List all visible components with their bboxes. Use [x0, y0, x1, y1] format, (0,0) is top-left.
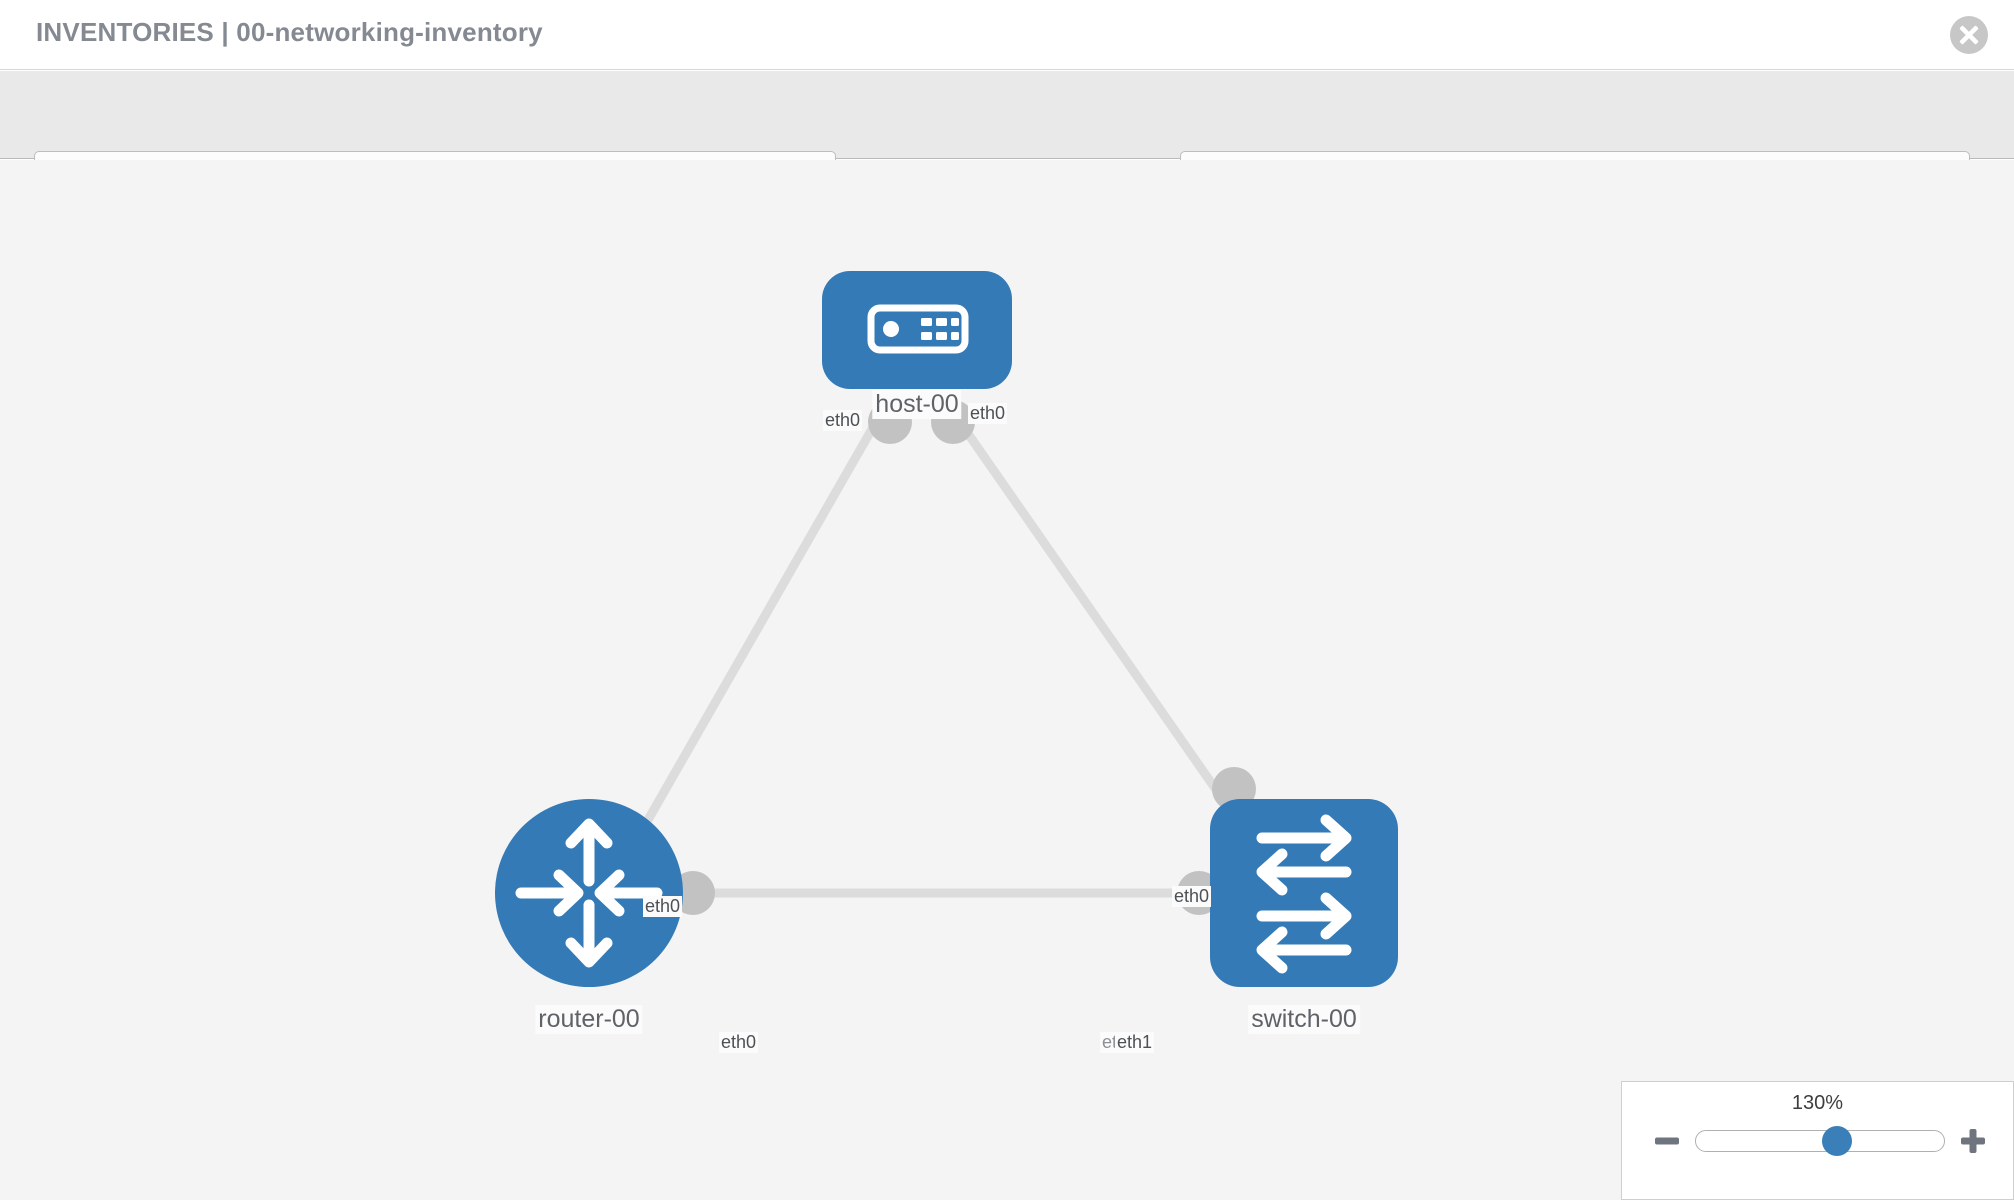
plus-icon[interactable] [1958, 1126, 1988, 1156]
close-glyph [1959, 25, 1979, 45]
node-label-host-00: host-00 [872, 390, 962, 419]
node-label-switch-00: switch-00 [1248, 1005, 1360, 1034]
topology-graph [495, 271, 1398, 987]
zoom-level-label: 130% [1791, 1092, 1844, 1114]
minus-icon[interactable] [1652, 1126, 1682, 1156]
node-switch-00[interactable] [1210, 799, 1398, 987]
page-title: INVENTORIES | 00-networking-inventory [36, 17, 543, 47]
plus-glyph [1961, 1129, 1985, 1153]
zoom-panel: 130% [1621, 1081, 2014, 1200]
edge-label-host00-router00: eth0 [823, 410, 863, 431]
zoom-slider[interactable] [1695, 1126, 1945, 1156]
node-label-router-00: router-00 [535, 1005, 643, 1034]
node-host-00[interactable] [822, 271, 1012, 389]
link-host00-router00[interactable] [621, 412, 884, 863]
edge-label-router00-host00: eth0 [643, 896, 683, 917]
page-header: INVENTORIES | 00-networking-inventory [0, 0, 2014, 70]
edge-label-router00-switch00: eth0 [719, 1032, 759, 1053]
edge-label-host00-switch00: eth0 [968, 403, 1008, 424]
close-icon[interactable] [1950, 16, 1988, 54]
topology-links [621, 412, 1269, 898]
zoom-slider-thumb[interactable] [1822, 1126, 1853, 1156]
minus-glyph [1655, 1137, 1679, 1145]
toolbar: ACTIONS SEARCH [0, 71, 2014, 203]
topology-canvas[interactable]: host-00 router-00 switch-00 eth0 eth0 et… [0, 160, 2014, 1200]
edge-label-switch00-router00: eth1 [1115, 1032, 1155, 1053]
node-router-00[interactable] [495, 799, 683, 987]
topology-connectors [671, 400, 1256, 915]
edge-label-switch00-host00: eth0 [1172, 886, 1212, 907]
